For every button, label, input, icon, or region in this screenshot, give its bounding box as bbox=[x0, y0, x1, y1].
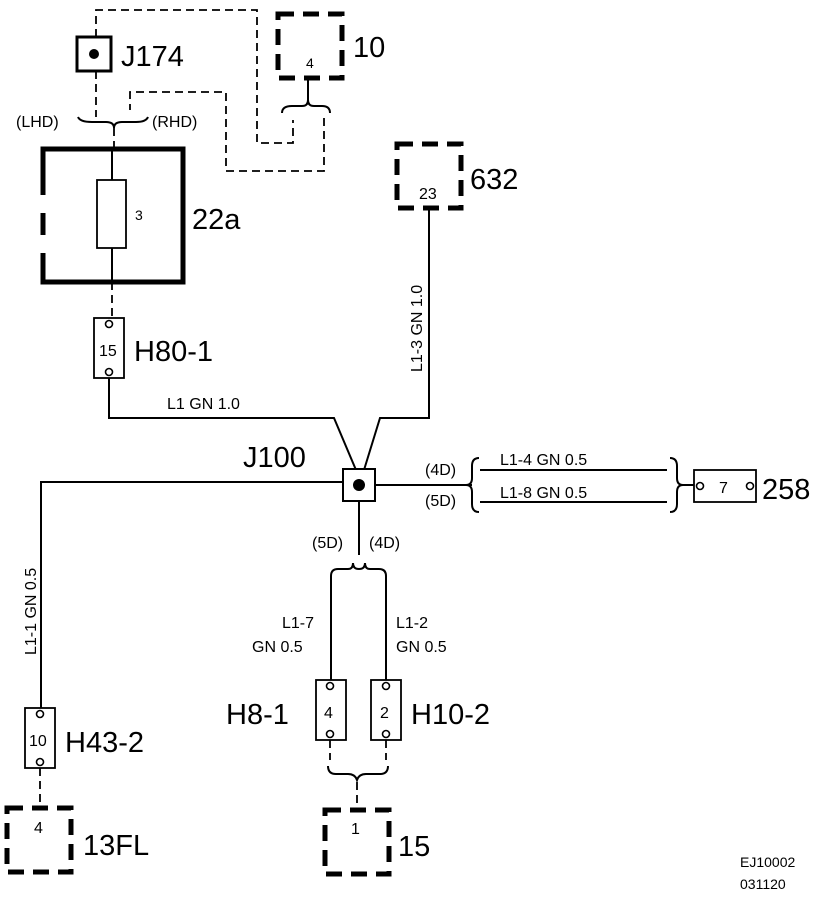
connector-15: 1 15 bbox=[322, 807, 430, 877]
c632-label: 632 bbox=[470, 164, 518, 196]
h8-pin: 4 bbox=[324, 705, 333, 722]
connector-632: 23 632 bbox=[394, 141, 518, 211]
connector-13fl: 4 13FL bbox=[4, 805, 149, 875]
wire-l1-label: L1 GN 1.0 bbox=[167, 396, 240, 413]
diagram-code: EJ10002 bbox=[740, 854, 795, 870]
variant-4d-down: (4D) bbox=[369, 535, 400, 552]
bracket-down-top bbox=[330, 562, 387, 577]
fuse-pin: 3 bbox=[135, 207, 143, 223]
variant-4d-right: (4D) bbox=[425, 462, 456, 479]
c258-pin: 7 bbox=[719, 480, 728, 497]
h43-pin: 10 bbox=[29, 733, 47, 750]
c10-pin: 4 bbox=[306, 55, 314, 71]
wire-l1 bbox=[108, 378, 357, 471]
connector-h43-2: 10 H43-2 bbox=[24, 707, 144, 769]
wire-l1-3 bbox=[363, 208, 430, 471]
wire-l1-4-l1-8 bbox=[480, 469, 667, 503]
c10-label: 10 bbox=[353, 32, 385, 64]
junction-j100: J100 bbox=[243, 442, 376, 502]
wire-l1-2-bot: GN 0.5 bbox=[396, 639, 447, 656]
h10-pin: 2 bbox=[380, 705, 389, 722]
dashed-wire-j174-to-10 bbox=[95, 9, 294, 144]
h80-label: H80-1 bbox=[134, 336, 213, 368]
wire-l1-1 bbox=[40, 481, 343, 708]
j100-label: J100 bbox=[243, 442, 306, 474]
c15-pin: 1 bbox=[351, 821, 360, 838]
lhd-label: (LHD) bbox=[16, 114, 59, 131]
bracket-down-bottom bbox=[327, 765, 389, 784]
wire-l1-8-label: L1-8 GN 0.5 bbox=[500, 485, 587, 502]
connector-j174: J174 bbox=[75, 35, 184, 73]
h80-pin: 15 bbox=[99, 343, 117, 360]
bracket-right-left bbox=[465, 457, 480, 513]
fuse-box-22a: 3 22a bbox=[39, 146, 241, 285]
dashed-wire-rhd bbox=[129, 91, 325, 172]
connector-h8-1: 4 H8-1 bbox=[226, 679, 347, 741]
j174-label: J174 bbox=[121, 41, 184, 73]
wire-l1-2-top: L1-2 bbox=[396, 615, 428, 632]
bracket-right-right bbox=[669, 457, 684, 513]
h8-label: H8-1 bbox=[226, 699, 289, 731]
connector-h10-2: 2 H10-2 bbox=[370, 679, 490, 741]
c13fl-pin: 4 bbox=[34, 820, 43, 837]
c258-label: 258 bbox=[762, 474, 810, 506]
c632-pin: 23 bbox=[419, 186, 437, 203]
connector-10: 4 10 bbox=[275, 11, 385, 81]
wire-l1-1-label: L1-1 GN 0.5 bbox=[23, 568, 40, 655]
bracket-10 bbox=[281, 78, 331, 114]
fuse-box-label: 22a bbox=[192, 204, 241, 236]
wire-l1-7-top: L1-7 bbox=[282, 615, 314, 632]
wires-l1-7-l1-2 bbox=[330, 576, 387, 680]
rhd-label: (RHD) bbox=[152, 114, 197, 131]
c15-label: 15 bbox=[398, 831, 430, 863]
wire-l1-7-bot: GN 0.5 bbox=[252, 639, 303, 656]
bracket-lhd-rhd bbox=[77, 116, 149, 129]
wire-l1-3-label: L1-3 GN 1.0 bbox=[409, 285, 426, 372]
c13fl-label: 13FL bbox=[83, 830, 149, 862]
h43-label: H43-2 bbox=[65, 727, 144, 759]
wire-l1-4-label: L1-4 GN 0.5 bbox=[500, 452, 587, 469]
variant-5d-down: (5D) bbox=[312, 535, 343, 552]
connector-h80-1: 15 H80-1 bbox=[93, 317, 213, 379]
variant-5d-right: (5D) bbox=[425, 493, 456, 510]
connector-258: 7 258 bbox=[693, 469, 810, 506]
diagram-date: 031120 bbox=[740, 876, 786, 892]
h10-label: H10-2 bbox=[411, 699, 490, 731]
